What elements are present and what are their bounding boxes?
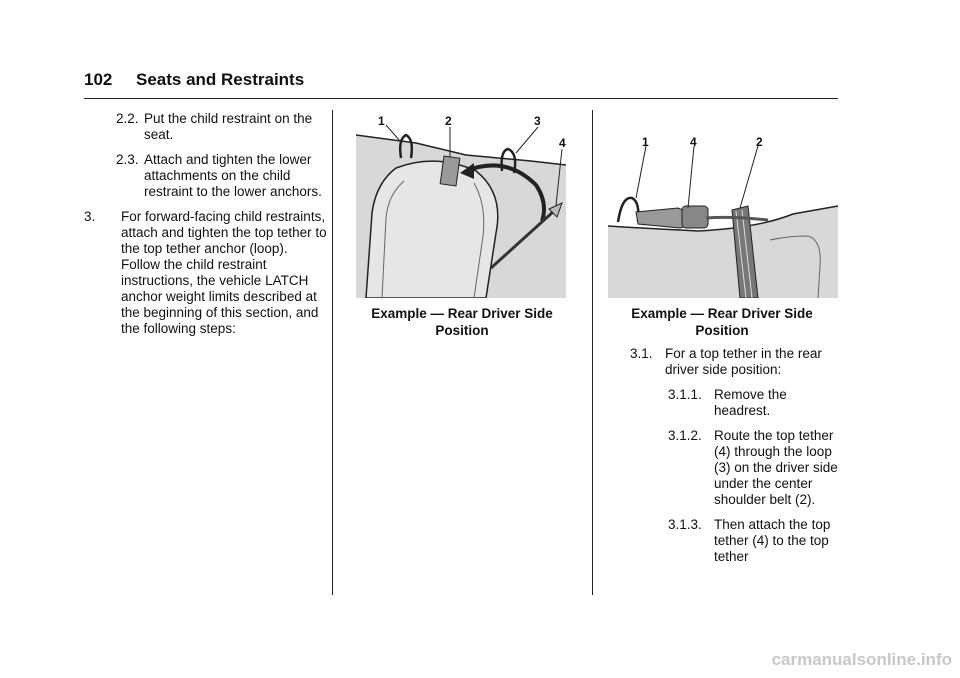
- step-text: Route the top tether (4) through the loo…: [714, 428, 838, 507]
- step-2-3: 2.3. Attach and tighten the lower attach…: [84, 152, 330, 200]
- step-number: 3.1.1.: [668, 387, 702, 402]
- page-number: 102: [84, 70, 113, 89]
- step-text: For a top tether in the rear driver side…: [665, 346, 822, 377]
- callout-1: 1: [642, 136, 649, 149]
- step-number: 2.2.: [116, 111, 139, 126]
- figure-rear-tether-routing: 1 4 2: [608, 136, 838, 298]
- column-right: 3.1. For a top tether in the rear driver…: [608, 346, 844, 574]
- header-rule: [84, 98, 838, 99]
- section-title: Seats and Restraints: [136, 70, 305, 89]
- step-text: For forward-facing child restraints, att…: [121, 209, 327, 336]
- watermark: carmanualsonline.info: [771, 650, 952, 669]
- step-3-1-3: 3.1.3. Then attach the top tether (4) to…: [608, 517, 844, 565]
- step-3: 3. For forward-facing child restraints, …: [84, 209, 330, 337]
- step-3-1: 3.1. For a top tether in the rear driver…: [608, 346, 844, 378]
- step-number: 3.1.3.: [668, 517, 702, 532]
- step-text: Then attach the top tether (4) to the to…: [714, 517, 831, 564]
- step-number: 3.1.2.: [668, 428, 702, 443]
- step-2-2: 2.2. Put the child restraint on the seat…: [84, 111, 330, 143]
- column-left: 2.2. Put the child restraint on the seat…: [84, 111, 330, 346]
- callout-4: 4: [690, 136, 697, 149]
- callout-2: 2: [445, 114, 452, 128]
- step-text: Remove the headrest.: [714, 387, 787, 418]
- callout-4: 4: [559, 136, 566, 150]
- callout-3: 3: [534, 114, 541, 128]
- step-number: 3.: [84, 209, 96, 224]
- step-number: 3.1.: [630, 346, 653, 361]
- step-number: 2.3.: [116, 152, 139, 167]
- figure-seatback-top-tether: 1 2 3 4: [356, 114, 566, 298]
- figure1-caption: Example — Rear Driver Side Position: [371, 306, 553, 338]
- page-header: 102 Seats and Restraints: [84, 70, 304, 90]
- step-3-1-1: 3.1.1. Remove the headrest.: [608, 387, 844, 419]
- figure2-caption: Example — Rear Driver Side Position: [631, 306, 813, 338]
- callout-1: 1: [378, 114, 385, 128]
- step-text: Attach and tighten the lower attachments…: [144, 152, 322, 199]
- step-3-1-2: 3.1.2. Route the top tether (4) through …: [608, 428, 844, 508]
- callout-2: 2: [756, 136, 763, 149]
- column-divider-left: [332, 110, 333, 595]
- column-divider-right: [592, 110, 593, 595]
- step-text: Put the child restraint on the seat.: [144, 111, 313, 142]
